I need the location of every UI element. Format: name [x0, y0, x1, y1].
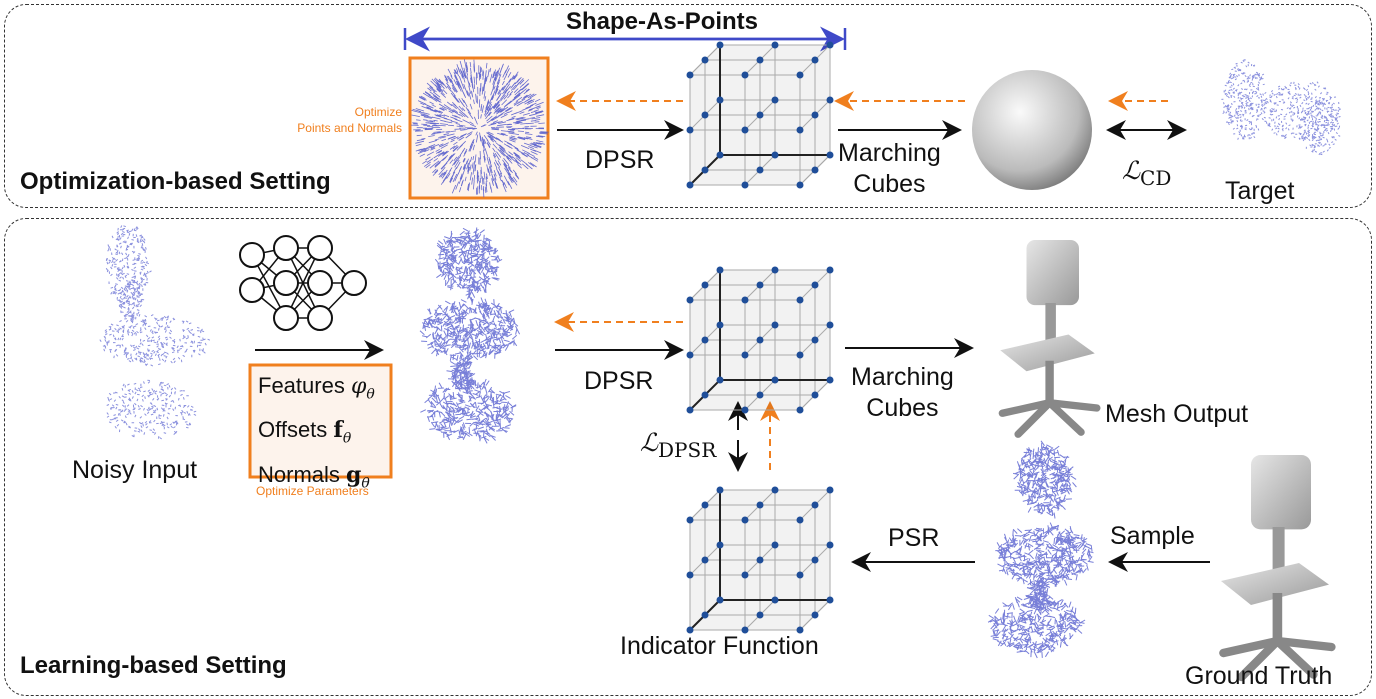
optimize-note-line1: Optimize	[354, 105, 402, 119]
loss-subscript: DPSR	[658, 438, 717, 462]
param-subscript: θ	[342, 430, 352, 447]
noisy-input-point-cloud	[99, 225, 211, 440]
ground-truth-label: Ground Truth	[1185, 662, 1333, 690]
grid-cubes	[686, 41, 834, 634]
dpsr-label-bottom: DPSR	[584, 367, 654, 395]
neural-network-icon	[239, 235, 367, 331]
parameters-box	[248, 363, 393, 479]
optimization-setting-label: Optimization-based Setting	[20, 168, 331, 195]
indicator-function-label: Indicator Function	[620, 632, 819, 660]
param-symbol: f	[333, 417, 343, 444]
cubes-label: Cubes	[853, 170, 926, 198]
shape-as-points-bracket	[403, 26, 847, 52]
cubes-label: Cubes	[866, 394, 939, 422]
param-features: Features φθ	[258, 368, 375, 412]
param-symbol: φ	[350, 374, 367, 399]
param-name: Normals	[258, 461, 340, 487]
sample-label: Sample	[1110, 522, 1195, 550]
loss-subscript: CD	[1140, 166, 1172, 190]
mesh-sphere	[972, 70, 1092, 190]
param-subscript: θ	[366, 386, 375, 403]
optimize-note-line2: Points and Normals	[297, 121, 402, 135]
loss-symbol: ℒ	[1122, 156, 1141, 185]
marching-label: Marching	[851, 363, 954, 391]
noisy-input-label: Noisy Input	[72, 456, 198, 484]
marching-label: Marching	[838, 139, 941, 167]
shape-as-points-title: Shape-As-Points	[566, 8, 759, 35]
grid-cube	[686, 41, 834, 189]
param-normals: Normals gθ	[258, 457, 375, 501]
dpsr-label-top: DPSR	[585, 146, 655, 174]
param-subscript: θ	[361, 475, 370, 492]
grid-cube	[686, 266, 834, 414]
loss-cd: ℒCD	[1122, 156, 1171, 190]
optimize-parameters-note: Optimize Parameters	[256, 484, 369, 498]
param-offsets: Offsets fθ	[258, 412, 375, 456]
point-sphere	[411, 59, 549, 198]
oriented-point-cloud	[419, 227, 521, 444]
chair-ground-truth	[1219, 455, 1336, 682]
param-name: Offsets	[258, 417, 328, 443]
target-point-cloud	[1221, 59, 1341, 156]
sampled-point-cloud	[987, 440, 1094, 659]
param-name: Features	[258, 373, 345, 398]
psr-label: PSR	[888, 524, 940, 552]
learning-panel	[4, 218, 1372, 696]
loss-symbol: ℒ	[640, 428, 659, 457]
learning-setting-label: Learning-based Setting	[20, 652, 287, 679]
loss-dpsr: ℒDPSR	[640, 428, 716, 462]
grid-cube	[686, 486, 834, 634]
target-label: Target	[1225, 177, 1295, 205]
parameter-list: Features φθ Offsets fθ Normals gθ	[258, 368, 375, 501]
optimization-panel	[4, 4, 1372, 208]
param-symbol: g	[346, 461, 362, 488]
chair-mesh-output	[998, 240, 1101, 438]
mesh-output-label: Mesh Output	[1105, 400, 1249, 428]
